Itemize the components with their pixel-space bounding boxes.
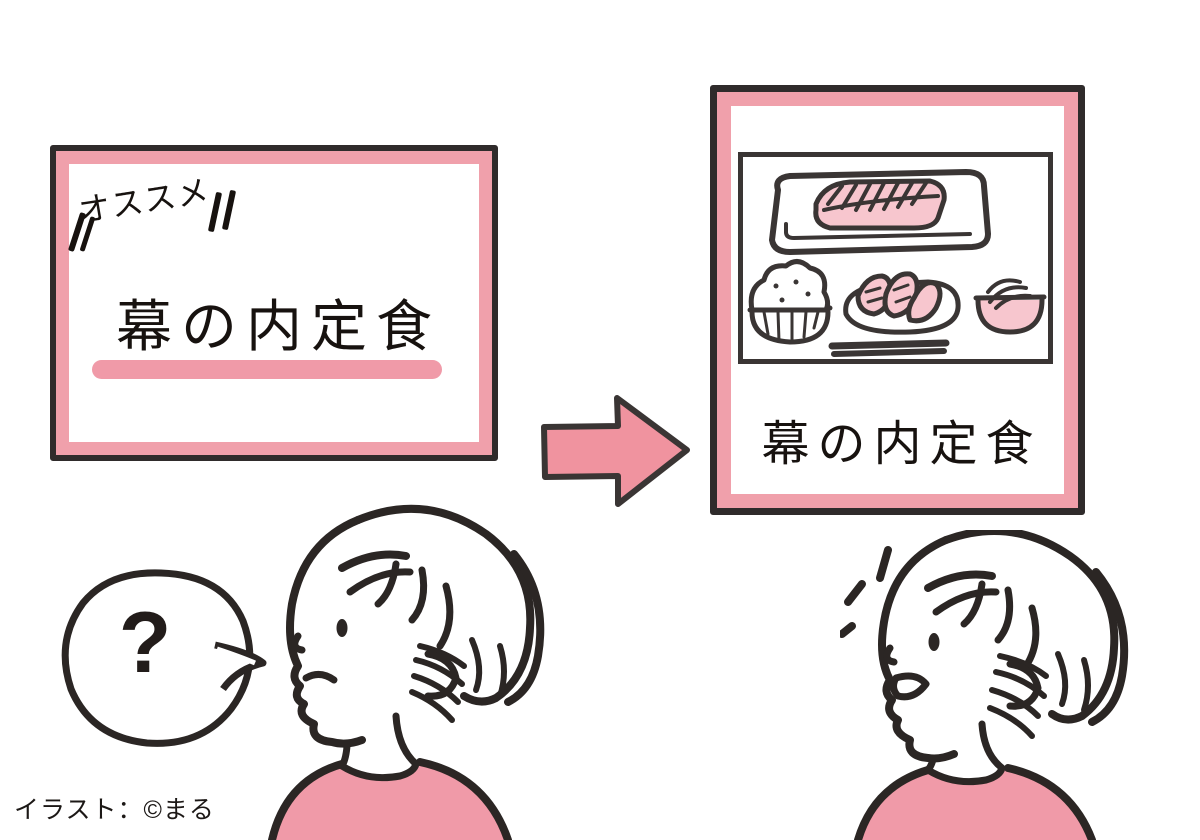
question-speech-bubble	[61, 569, 267, 747]
food-illustration	[747, 169, 1047, 357]
sliced-meat-plate-icon	[843, 271, 961, 335]
after-panel-title: 幕の内定食	[761, 418, 1042, 471]
character-right-surprised	[840, 530, 1129, 840]
before-sign-frame	[50, 145, 498, 461]
before-sign-title: 幕の内定食	[116, 297, 441, 359]
before-sign-inner-border	[56, 151, 492, 455]
illustration-credit-caption: イラスト：©まる	[14, 796, 215, 824]
before-sign-underline-bar	[92, 360, 442, 379]
grilled-fish-icon	[813, 178, 947, 231]
rice-bowl-icon	[747, 259, 833, 345]
question-mark-text: ?	[118, 595, 172, 691]
side-dish-bowl-icon	[973, 278, 1047, 335]
chopsticks-icon	[828, 339, 950, 357]
character-left-confused	[268, 504, 545, 840]
surprise-marks-icon	[840, 546, 892, 638]
right-arrow-icon	[541, 395, 690, 507]
